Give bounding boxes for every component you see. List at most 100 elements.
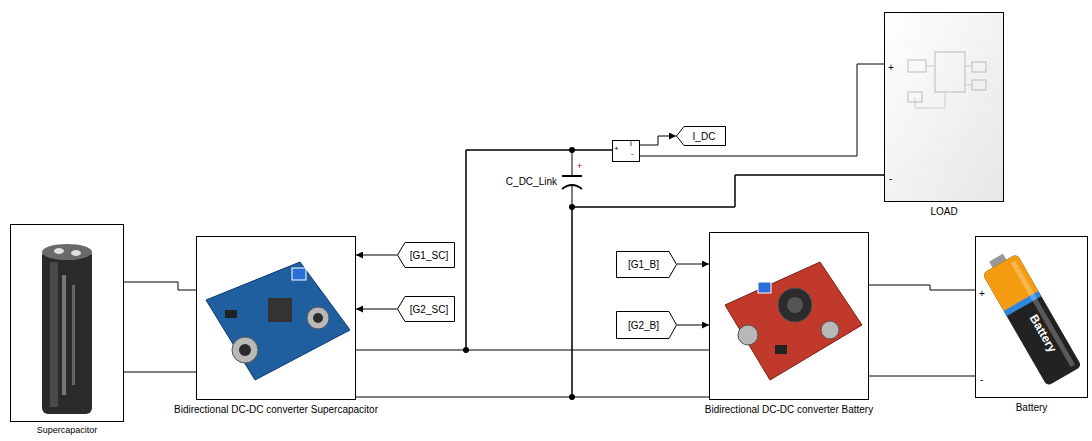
tag-text-holder: [G2_SC] [397, 296, 455, 322]
tag-name: [G2_B] [628, 320, 659, 331]
power-wire [640, 64, 884, 156]
component-label: C_DC_Link [506, 176, 557, 187]
block-outline [884, 12, 1004, 202]
pcb-capacitor-top [313, 313, 323, 323]
block-name: Supercapacitor [37, 426, 98, 436]
tag-shape [398, 243, 455, 268]
capacitor-plate [562, 175, 582, 177]
power-wire [869, 285, 975, 290]
pcb-capacitor [738, 325, 758, 345]
pcb-chip [225, 310, 237, 318]
block-caption: Bidirectional DC-DC converter Supercapac… [174, 404, 378, 415]
supercap-terminal [54, 248, 64, 254]
port-sign: + [614, 145, 619, 154]
port-sign: - [631, 150, 634, 159]
block-caption: Battery [1016, 402, 1048, 413]
tag-shape [617, 252, 677, 278]
block-caption: LOAD [930, 206, 957, 217]
battery-illustration [979, 248, 1082, 387]
tag-shape [398, 297, 455, 322]
pcb-inductor [778, 288, 812, 322]
label-holder: + [577, 155, 582, 173]
supercap-body [42, 250, 92, 414]
label-holder: + [979, 283, 985, 301]
power-wire [124, 372, 196, 373]
supercapacitor-block: Supercapacitor [10, 224, 124, 422]
battery-shine [1011, 261, 1075, 367]
tag-text-holder: [G1_B] [616, 251, 677, 278]
pcb-capacitor-top [239, 344, 251, 356]
from-tag: [G2_B] [616, 311, 677, 339]
label-holder: - [889, 168, 892, 186]
block-caption: Bidirectional DC-DC converter Battery [705, 404, 873, 415]
tag-name: I_DC [693, 131, 716, 142]
pcb-potentiometer [758, 282, 771, 293]
supercap-terminal [71, 250, 81, 256]
converter-block: Bidirectional DC-DC converter Supercapac… [196, 236, 356, 400]
block-name: LOAD [930, 206, 957, 217]
from-tag: [G1_SC] [397, 242, 455, 268]
pcb-board [725, 262, 862, 380]
pcb-inductor-core [787, 297, 803, 313]
power-wire [356, 175, 884, 397]
subsystem-background [884, 12, 1004, 202]
pcb-potentiometer [292, 268, 306, 280]
polarity-mark: + [577, 161, 582, 171]
current-measurement: + i- [612, 140, 640, 162]
power-wire [124, 282, 196, 290]
signal-arrow [640, 136, 676, 145]
tag-shape [617, 312, 677, 339]
battery-print: Battery [1027, 312, 1060, 355]
from-tag: [G1_B] [616, 251, 677, 278]
signal-arrow [356, 309, 397, 310]
pcb-capacitor [307, 307, 329, 329]
pcb-capacitor [821, 321, 839, 339]
signal-arrow [356, 255, 397, 256]
port-label: + [979, 288, 985, 299]
supercap-print [62, 275, 66, 395]
label-holder: + [888, 57, 894, 75]
from-tag: [G2_SC] [397, 296, 455, 322]
tag-text-holder: I_DC [676, 126, 726, 146]
label-holder: C_DC_Link [506, 171, 557, 189]
supercap-print [72, 285, 75, 385]
pcb-capacitor [232, 337, 258, 363]
signal-arrow [677, 264, 709, 265]
port-label: + [888, 62, 894, 73]
block-caption: Supercapacitor [37, 426, 98, 436]
label-holder: - [980, 369, 983, 387]
subsystem-preview [908, 60, 926, 72]
pcb-board [206, 262, 350, 380]
subsystem-preview [908, 92, 922, 102]
signal-arrow [677, 325, 709, 326]
battery-body [982, 254, 1082, 387]
block-name: Bidirectional DC-DC converter Supercapac… [174, 404, 378, 415]
supercap-highlight [50, 262, 58, 407]
power-wire [466, 150, 709, 350]
tag-name: [G1_B] [628, 259, 659, 270]
port-label: - [889, 173, 892, 184]
converter-block: Bidirectional DC-DC converter Battery [709, 232, 869, 400]
block-outline [709, 232, 869, 400]
subsystem-preview [915, 66, 972, 108]
tag-text-holder: [G1_SC] [397, 242, 455, 268]
tag-name: [G1_SC] [410, 250, 448, 261]
port-label: - [980, 374, 983, 385]
subsystem-preview [972, 62, 986, 72]
supercap-top [42, 244, 92, 260]
port-sign: i [630, 140, 632, 149]
label-holder: Battery [1026, 311, 1062, 356]
pcb-inductor [268, 298, 292, 322]
block-outline [10, 224, 124, 422]
power-wire [356, 150, 612, 350]
tag-shape [677, 127, 726, 146]
capacitor-lead [572, 150, 573, 176]
pcb-chip [775, 345, 787, 354]
capacitor-lead [572, 184, 573, 207]
block-name: Battery [1016, 402, 1048, 413]
load-subsystem: LOAD [884, 12, 1004, 202]
block-name: Bidirectional DC-DC converter Battery [705, 404, 873, 415]
power-wire [869, 376, 975, 377]
